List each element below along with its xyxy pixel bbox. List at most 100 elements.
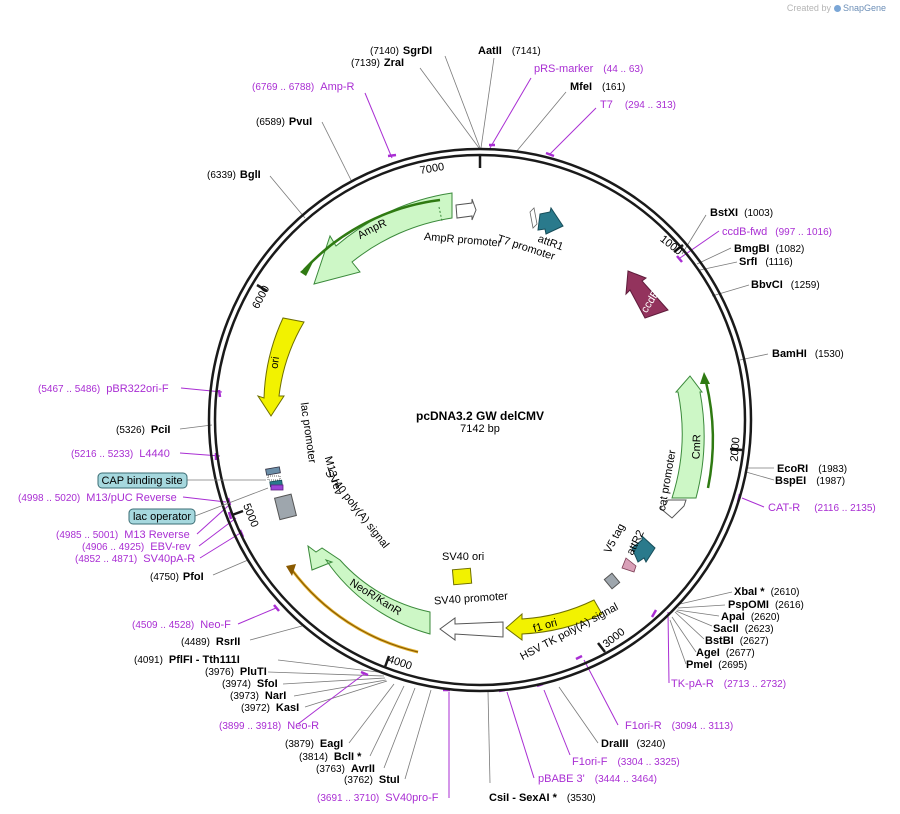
site-bcli: (3814)BclI * — [299, 751, 362, 763]
bp-ticks — [231, 156, 743, 668]
ori-label: ori — [269, 356, 283, 370]
neokanr-feature — [307, 544, 431, 635]
site-pcii: (5326)PciI — [116, 424, 170, 436]
site-zrai: (7139)ZraI — [351, 57, 404, 69]
site-bstbi: BstBI(2627) — [705, 635, 769, 647]
site-draiii: DraIII(3240) — [601, 738, 665, 750]
v5-tag-label: V5 tag — [602, 522, 628, 556]
site-stui: (3762)StuI — [344, 774, 400, 786]
primer-ccdb-fwd: ccdB-fwd(997 .. 1016) — [722, 226, 832, 238]
sv40-promoter-label: SV40 promoter — [434, 590, 509, 607]
site-csii: CsiI - SexAI *(3530) — [489, 792, 596, 804]
v5-tag-feature — [621, 557, 637, 573]
site-leader-lines — [179, 55, 775, 784]
site-avrii: (3763)AvrII — [316, 763, 375, 775]
site-sgrdi: (7140)SgrDI — [370, 45, 432, 57]
site-sacii: SacII(2623) — [713, 623, 774, 635]
site-aatii: AatII(7141) — [478, 45, 541, 57]
primer-sv40pro-f: (3691 .. 3710)SV40pro-F — [317, 792, 439, 804]
attr2-feature — [631, 534, 656, 564]
ampr-direction-line — [303, 198, 441, 271]
sv40-ori-label: SV40 ori — [442, 551, 484, 563]
sv40-ori-feature — [451, 567, 473, 586]
ccdb-feature — [625, 270, 669, 319]
site-mfei: MfeI(161) — [570, 81, 625, 93]
ori-feature — [256, 317, 305, 417]
attr1-feature — [537, 206, 564, 235]
site-bstxi: BstXI(1003) — [710, 207, 773, 219]
plasmid-backbone — [207, 147, 753, 693]
tick-label-7000: 7000 — [419, 161, 445, 177]
tick-label-3000: 3000 — [601, 626, 628, 651]
primer-pbabe-3: pBABE 3'(3444 .. 3464) — [538, 773, 657, 785]
neokanr-label: NeoR/KanR — [347, 577, 403, 618]
sv40-promoter-feature — [439, 617, 504, 641]
site-pluti: (3976)PluTI — [205, 666, 267, 678]
f1-ori-feature — [505, 599, 603, 641]
site-kasi: (3972)KasI — [241, 702, 299, 714]
site-rsrii: (4489)RsrII — [181, 636, 240, 648]
lac-operator-feature — [270, 484, 284, 491]
primer-prs-marker: pRS-marker(44 .. 63) — [534, 63, 643, 75]
primer-cat-r: CAT-R(2116 .. 2135) — [768, 502, 876, 514]
m13-rev-feature — [267, 475, 281, 481]
primer-f1ori-f: F1ori-F(3304 .. 3325) — [572, 756, 680, 768]
site-sfoi: (3974)SfoI — [222, 678, 278, 690]
site-pflfi: (4091)PflFI - Tth111I — [134, 654, 240, 666]
tick-label-6000: 6000 — [250, 284, 272, 311]
tick-label-5000: 5000 — [240, 502, 260, 529]
site-pvui: (6589)PvuI — [256, 116, 312, 128]
site-bbvci: BbvCI(1259) — [751, 279, 820, 291]
ampr-promoter-feature — [455, 198, 477, 221]
primer-labels: pRS-marker(44 .. 63) (6769 .. 6788)Amp-R… — [18, 63, 876, 804]
site-bspei: BspEI(1987) — [775, 475, 845, 487]
site-nari: (3973)NarI — [230, 690, 286, 702]
plasmid-name: pcDNA3.2 GW delCMV — [416, 409, 544, 423]
boxed-feature-cap: CAP binding site — [97, 472, 266, 489]
primer-m13-puc-reverse: (4998 .. 5020)M13/pUC Reverse — [18, 492, 177, 504]
t7-promoter-feature — [529, 207, 538, 229]
site-pfoi: (4750)PfoI — [150, 571, 204, 583]
cmr-direction-line — [704, 381, 715, 489]
site-apai: ApaI(2620) — [721, 611, 780, 623]
site-pspomi: PspOMI(2616) — [728, 599, 804, 611]
site-bamhi: BamHI(1530) — [772, 348, 844, 360]
primer-sv40pa-r: (4852 .. 4871)SV40pA-R — [75, 553, 195, 565]
primer-m13-reverse: (4985 .. 5001)M13 Reverse — [56, 529, 190, 541]
sv40-polya-label: SV40 poly(A) signal — [322, 467, 391, 551]
site-xbai: XbaI *(2610) — [734, 586, 799, 598]
primer-f1ori-r: F1ori-R(3094 .. 3113) — [625, 720, 733, 732]
lac-promoter-label: lac promoter — [298, 402, 318, 465]
restriction-site-labels: (7140)SgrDI AatII(7141) (7139)ZraI MfeI(… — [116, 45, 847, 804]
hsv-tk-block — [603, 572, 621, 590]
primer-l4440: (5216 .. 5233)L4440 — [71, 448, 170, 460]
primer-pbr322ori-f: (5467 .. 5486)pBR322ori-F — [38, 383, 169, 395]
site-srfi: SrfI(1116) — [739, 256, 793, 268]
cat-promoter-feature — [659, 499, 687, 519]
site-bgli: (6339)BglI — [207, 169, 261, 181]
site-ecori: EcoRI(1983) — [777, 463, 847, 475]
snapgene-logo-icon — [833, 5, 841, 13]
primer-amp-r: (6769 .. 6788)Amp-R — [252, 81, 355, 93]
lac-promoter-feature — [265, 466, 281, 476]
ampr-promoter-label: AmpR promoter — [423, 231, 502, 250]
plasmid-length: 7142 bp — [460, 423, 500, 435]
cmr-label: CmR — [691, 434, 704, 460]
boxed-feature-lac-operator: lac operator — [128, 487, 269, 525]
ampr-feature — [313, 192, 453, 285]
site-bmgbi: BmgBI(1082) — [734, 243, 804, 255]
primer-tk-pa-r: TK-pA-R(2713 .. 2732) — [671, 678, 786, 690]
cap-binding-site-label: CAP binding site — [101, 475, 182, 487]
lac-operator-label: lac operator — [133, 511, 191, 523]
primer-neo-r: (3899 .. 3918)Neo-R — [219, 720, 319, 732]
site-pmei: PmeI(2695) — [686, 659, 747, 671]
primer-t7: T7(294 .. 313) — [600, 99, 676, 111]
site-eagi: (3879)EagI — [285, 738, 343, 750]
feature-arrows — [256, 192, 715, 654]
credit-brand: SnapGene — [842, 3, 886, 13]
primer-ebv-rev: (4906 .. 4925)EBV-rev — [82, 541, 191, 553]
sv40-pa-block — [273, 493, 297, 521]
primer-neo-f: (4509 .. 4528)Neo-F — [132, 619, 231, 631]
